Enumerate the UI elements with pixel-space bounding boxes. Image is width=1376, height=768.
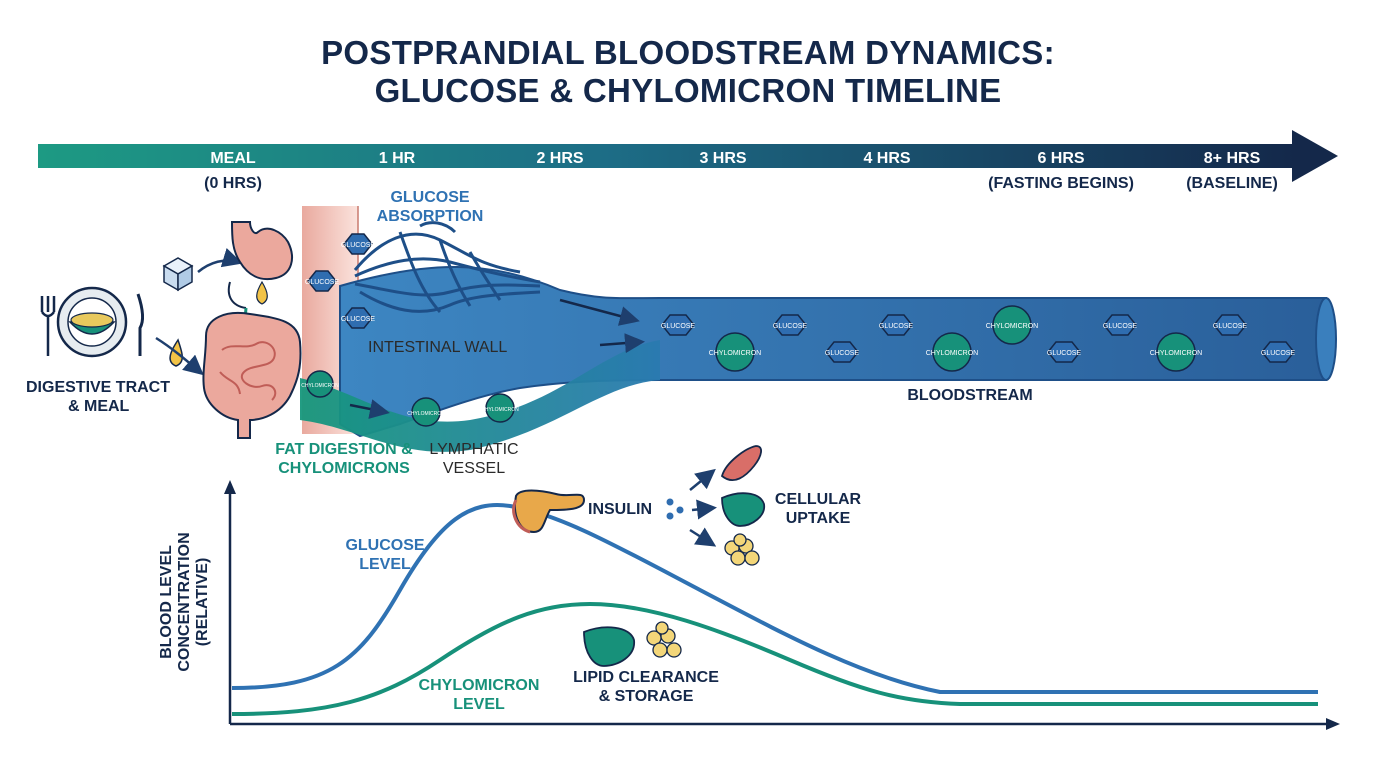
molecule-text: GLUCOSE (1213, 323, 1248, 330)
glucose-curve (231, 503, 1318, 694)
bloodstream-label: BLOODSTREAM (907, 387, 1033, 404)
knife-icon (136, 293, 145, 356)
molecule-text: CHYLOMICRON (301, 383, 339, 389)
fat-cells-icon (724, 533, 760, 566)
molecule-text: GLUCOSE (341, 242, 376, 249)
x-axis-arrow (1326, 718, 1340, 730)
fat-digestion-label: FAT DIGESTION & CHYLOMICRONS (275, 441, 413, 477)
timeline-label-2hrs: 2 HRS (536, 150, 584, 167)
glucose-absorption-label: GLUCOSE ABSORPTION (376, 189, 484, 225)
molecule-text: CHYLOMICRON (926, 350, 979, 357)
molecule-text: GLUCOSE (661, 323, 696, 330)
graph-axes (228, 488, 1330, 726)
molecule-text: CHYLOMICRON (481, 407, 519, 413)
fork-icon (40, 296, 56, 356)
insulin-dots (666, 498, 684, 520)
fat-storage-icon (646, 621, 682, 658)
molecule-text: GLUCOSE (825, 350, 860, 357)
timeline-label-8hrs: 8+ HRS (1203, 150, 1261, 167)
intestinal-wall-label: INTESTINAL WALL (368, 339, 508, 356)
fat-droplet-small-icon (256, 280, 268, 305)
timeline-label-3hrs: 3 HRS (699, 150, 747, 167)
muscle-icon (720, 445, 762, 481)
timeline-arrowhead (1292, 130, 1338, 182)
y-axis-label: BLOOD LEVEL CONCENTRATION (RELATIVE) (158, 532, 211, 672)
lipid-clearance-label: LIPID CLEARANCE & STORAGE (573, 669, 719, 705)
liver-icon (721, 492, 765, 527)
pancreas-icon (512, 489, 586, 534)
molecule-text: GLUCOSE (1103, 323, 1138, 330)
liver-storage-icon (583, 626, 635, 667)
molecule-text: GLUCOSE (879, 323, 914, 330)
molecule-text: CHYLOMICRON (986, 323, 1039, 330)
molecule-text: CHYLOMICRON (407, 411, 445, 417)
molecule-text: GLUCOSE (1261, 350, 1296, 357)
molecule-text: GLUCOSE (1047, 350, 1082, 357)
timeline-label-1hr: 1 HR (378, 150, 416, 167)
chylomicron-level-label: CHYLOMICRON LEVEL (418, 677, 540, 713)
sugar-cube-icon (162, 257, 194, 292)
digestive-tract-label: DIGESTIVE TRACT & MEAL (26, 379, 171, 415)
timeline-label-meal: MEAL (210, 150, 256, 167)
insulin-label: INSULIN (588, 501, 652, 518)
stomach-icon (227, 221, 293, 309)
lymphatic-vessel (300, 340, 660, 452)
molecule-text: GLUCOSE (773, 323, 808, 330)
timeline-sub-8hrs: (BASELINE) (1186, 175, 1278, 192)
glucose-molecules (307, 233, 1295, 363)
timeline-label-6hrs: 6 HRS (1037, 150, 1085, 167)
glucose-level-label: GLUCOSE LEVEL (345, 537, 425, 573)
timeline-label-4hrs: 4 HRS (863, 150, 911, 167)
page-title-line2: GLUCOSE & CHYLOMICRON TIMELINE (374, 72, 1002, 109)
meal-plate-icon (56, 286, 128, 358)
molecule-text: CHYLOMICRON (1150, 350, 1203, 357)
chylomicron-curve (231, 601, 1318, 716)
capillary-network (353, 221, 541, 314)
lymphatic-vessel-label: LYMPHATIC VESSEL (429, 441, 519, 477)
molecule-text: GLUCOSE (305, 279, 340, 286)
timeline-sub-meal: (0 HRS) (204, 175, 262, 192)
molecule-text: GLUCOSE (341, 316, 376, 323)
intestines-icon (202, 312, 302, 439)
y-axis-arrow (224, 480, 236, 494)
molecule-text: CHYLOMICRON (709, 350, 762, 357)
chylomicron-molecules (306, 305, 1196, 427)
page-title-line1: POSTPRANDIAL BLOODSTREAM DYNAMICS: (321, 34, 1055, 71)
cellular-uptake-label: CELLULAR UPTAKE (774, 491, 862, 527)
timeline-bar (38, 144, 1298, 168)
timeline-sub-6hrs: (FASTING BEGINS) (988, 175, 1134, 192)
